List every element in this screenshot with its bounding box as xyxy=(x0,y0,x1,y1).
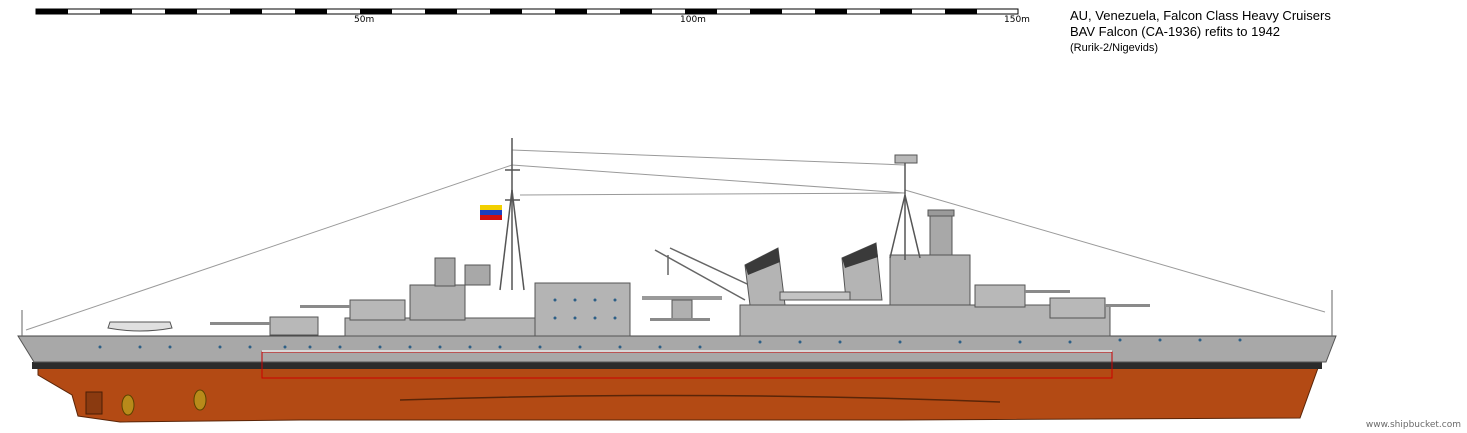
aft-funnel xyxy=(744,247,786,306)
scale-bar xyxy=(35,8,1019,15)
hangar-block xyxy=(534,282,631,337)
aft-director-tower xyxy=(409,284,466,321)
aft-turret-x xyxy=(210,316,319,336)
title-block: AU, Venezuela, Falcon Class Heavy Cruise… xyxy=(1070,8,1331,56)
title-class: AU, Venezuela, Falcon Class Heavy Cruise… xyxy=(1070,8,1331,23)
scale-label-50m: 50m xyxy=(354,15,375,25)
foremast-platform xyxy=(894,154,918,164)
bridge xyxy=(889,254,971,306)
title-author: (Rurik-2/Nigevids) xyxy=(1070,42,1159,54)
fwd-funnel xyxy=(841,242,883,301)
ship-profile-drawing xyxy=(17,138,1337,423)
propellers xyxy=(121,389,207,416)
bilge-keel xyxy=(399,394,1001,403)
aircraft-crane xyxy=(654,247,761,301)
aft-deckhouse xyxy=(344,317,546,337)
ships-boats xyxy=(107,291,851,332)
seaplane xyxy=(642,296,722,321)
midship-superstructure xyxy=(739,304,1111,337)
rigging xyxy=(25,149,1326,331)
scale-bar-segments xyxy=(36,9,977,14)
scale-label-150m: 150m xyxy=(1004,15,1030,25)
portholes xyxy=(98,338,1242,349)
upper-hull xyxy=(17,335,1337,363)
foremast xyxy=(889,160,921,260)
fwd-turret-b xyxy=(974,284,1070,308)
aft-turret-y xyxy=(300,299,406,321)
fwd-turret-a xyxy=(1049,297,1150,319)
title-ship: BAV Falcon (CA-1936) refits to 1942 xyxy=(1070,24,1281,39)
rudder xyxy=(85,391,103,415)
main-mast xyxy=(499,138,525,291)
venezuela-flag xyxy=(480,205,502,220)
credit-text: www.shipbucket.com xyxy=(1365,420,1461,430)
boot-top xyxy=(32,362,1322,369)
scale-label-100m: 100m xyxy=(680,15,706,25)
